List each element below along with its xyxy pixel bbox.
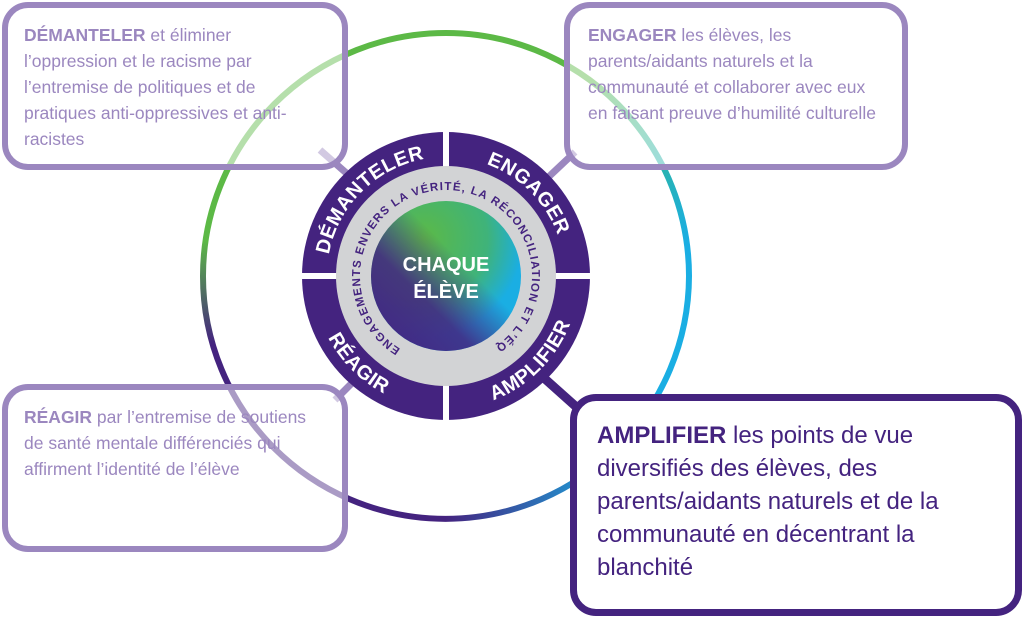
callout-amplifier: AMPLIFIER les points de vue diversifiés … — [570, 394, 1022, 616]
callout-demanteler-body: et éliminer l’oppression et le racisme p… — [24, 25, 287, 149]
callout-reagir-body: par l’entremise de soutiens de santé men… — [24, 407, 307, 479]
callout-engager-keyword: ENGAGER — [588, 25, 677, 45]
outer-ring-top-left — [199, 30, 447, 451]
center-circle-shade — [371, 201, 521, 351]
callout-engager-body: les élèves, les parents/aidants naturels… — [588, 25, 876, 123]
callout-reagir-keyword: RÉAGIR — [24, 407, 93, 427]
callout-demanteler-keyword: DÉMANTELER — [24, 25, 146, 45]
center-label-line2: ÉLÈVE — [413, 280, 479, 303]
callout-amplifier-keyword: AMPLIFIER — [597, 422, 727, 449]
outer-ring-top-right — [445, 30, 693, 451]
callout-reagir: RÉAGIR par l’entremise de soutiens de sa… — [2, 384, 348, 552]
callout-demanteler: DÉMANTELER et éliminer l’oppression et l… — [2, 2, 348, 170]
center-label-line1: CHAQUE — [403, 254, 490, 276]
callout-amplifier-text: AMPLIFIER les points de vue diversifiés … — [597, 419, 995, 584]
callout-reagir-text: RÉAGIR par l’entremise de soutiens de sa… — [24, 404, 326, 482]
callout-engager-text: ENGAGER les élèves, les parents/aidants … — [588, 22, 884, 126]
callout-demanteler-text: DÉMANTELER et éliminer l’oppression et l… — [24, 22, 326, 152]
callout-engager: ENGAGER les élèves, les parents/aidants … — [564, 2, 908, 170]
callout-amplifier-body: les points de vue diversifiés des élèves… — [597, 422, 939, 581]
